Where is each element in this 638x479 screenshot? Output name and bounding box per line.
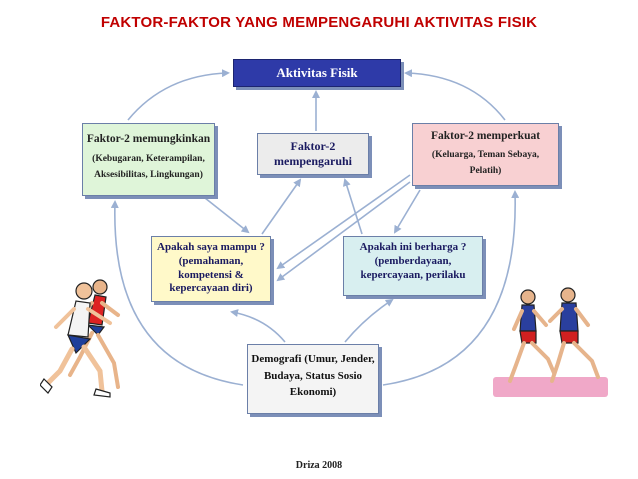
arrow-demografi-to-mampu — [230, 309, 286, 343]
arrow-memperkuat-to-mampu-1 — [276, 174, 411, 270]
node-demografi: Demografi (Umur, Jender, Budaya, Status … — [247, 344, 379, 414]
node-demografi-line-2: Budaya, Status Sosio — [263, 369, 363, 382]
node-apakah-saya-mampu: Apakah saya mampu ? (pemahaman, kompeten… — [151, 236, 271, 302]
node-memungkinkan-detail-2: Aksesibilitas, Lingkungan) — [94, 169, 203, 180]
node-faktor-memungkinkan: Faktor-2 memungkinkan (Kebugaran, Ketera… — [82, 123, 215, 196]
arc-memperkuat-to-aktivitas — [404, 69, 506, 121]
arrow-mampu-to-mempengaruhi — [261, 178, 302, 235]
arrow-berharga-to-mempengaruhi — [342, 178, 363, 235]
node-mampu-line-4: kepercayaan diri) — [169, 282, 253, 295]
node-memungkinkan-detail-1: (Kebugaran, Keterampilan, — [92, 154, 205, 165]
arrow-demografi-to-berharga — [344, 298, 394, 343]
arrow-memungkinkan-to-mampu — [204, 197, 250, 234]
node-berharga-line-1: Apakah ini berharga ? — [359, 241, 467, 253]
node-memperkuat-label: Faktor-2 memperkuat — [430, 130, 541, 142]
arc-demografi-to-memungkinkan — [110, 200, 244, 386]
credit-text: Driza 2008 — [295, 460, 343, 471]
runners-left-illustration — [40, 279, 120, 398]
node-mampu-line-3: kompetensi & — [178, 268, 244, 281]
arc-memungkinkan-to-aktivitas — [127, 69, 230, 121]
node-memungkinkan-label: Faktor-2 memungkinkan — [86, 133, 211, 145]
arrow-memperkuat-to-mampu-2 — [276, 181, 411, 282]
node-mampu-line-1: Apakah saya mampu ? — [157, 241, 265, 253]
node-memperkuat-detail-1: (Keluarga, Teman Sebaya, — [431, 150, 540, 161]
node-demografi-line-3: Ekonomi) — [289, 386, 337, 398]
track-mat — [493, 377, 608, 397]
node-mempengaruhi-line-1: Faktor-2 — [290, 139, 336, 153]
node-apakah-ini-berharga: Apakah ini berharga ? (pemberdayaan, kep… — [343, 236, 483, 296]
arc-demografi-to-memperkuat — [382, 190, 520, 386]
node-memperkuat-detail-2: Pelatih) — [469, 165, 502, 176]
node-aktivitas-label: Aktivitas Fisik — [276, 65, 358, 80]
runners-right-illustration — [493, 287, 608, 397]
node-berharga-line-2: (pemberdayaan, — [374, 254, 452, 267]
arrow-memperkuat-to-berharga — [393, 189, 421, 234]
node-aktivitas-fisik: Aktivitas Fisik — [233, 59, 401, 87]
node-faktor-memperkuat: Faktor-2 memperkuat (Keluarga, Teman Seb… — [412, 123, 559, 186]
diagram-title: FAKTOR-FAKTOR YANG MEMPENGARUHI AKTIVITA… — [100, 14, 538, 31]
node-faktor-mempengaruhi: Faktor-2 mempengaruhi — [257, 133, 369, 175]
node-berharga-line-3: kepercayaan, perilaku — [360, 268, 466, 281]
node-demografi-line-1: Demografi (Umur, Jender, — [251, 353, 375, 365]
node-mempengaruhi-line-2: mempengaruhi — [274, 154, 352, 168]
node-mampu-line-2: (pemahaman, — [178, 254, 244, 267]
